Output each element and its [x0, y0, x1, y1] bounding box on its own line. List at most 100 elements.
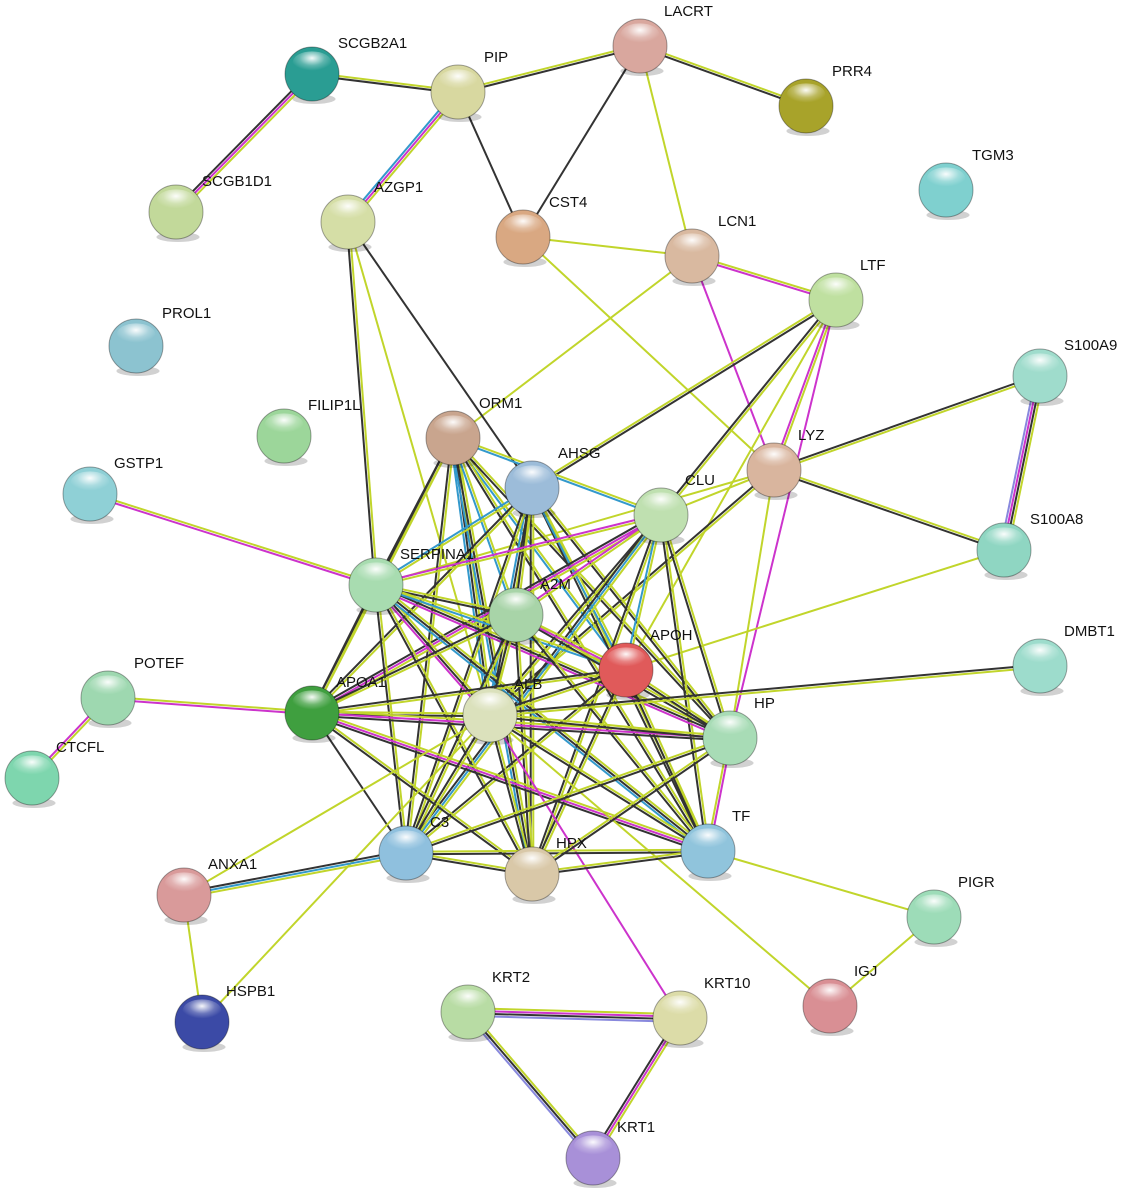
- node-cst4[interactable]: CST4: [495, 194, 587, 267]
- edge-strand: [312, 615, 517, 716]
- node-a2m[interactable]: A2M: [488, 576, 571, 645]
- edge-strand: [452, 255, 693, 439]
- node-lcn1[interactable]: LCN1: [664, 213, 756, 286]
- edge-strand: [376, 488, 534, 587]
- edge-strand: [310, 713, 532, 876]
- node-c3[interactable]: C3: [378, 814, 449, 883]
- node-highlight: [710, 715, 750, 738]
- edge-strand: [487, 715, 532, 875]
- node-label: C3: [430, 814, 449, 831]
- edge-ltf-ahsg: [530, 298, 838, 490]
- node-label: KRT10: [704, 975, 750, 992]
- edge-strand: [373, 585, 532, 876]
- edge-apoh-apoa1: [311, 667, 627, 716]
- node-highlight: [1020, 643, 1060, 666]
- node-krt1[interactable]: KRT1: [565, 1119, 655, 1188]
- edge-strand: [183, 852, 407, 896]
- edge-strand: [531, 848, 708, 874]
- node-pigr[interactable]: PIGR: [906, 874, 995, 947]
- edge-alb-anxa1: [183, 714, 491, 896]
- edge-lyz-s100a8: [773, 467, 1005, 553]
- node-highlight: [328, 199, 368, 222]
- node-potef[interactable]: POTEF: [80, 655, 184, 728]
- node-filip1l[interactable]: FILIP1L: [256, 397, 361, 466]
- node-serpina1[interactable]: SERPINA1: [348, 546, 474, 615]
- edge-strand: [373, 585, 406, 854]
- node-scgb2a1[interactable]: SCGB2A1: [284, 35, 407, 104]
- node-highlight: [88, 675, 128, 698]
- edge-azgp1-serpina1: [345, 221, 379, 586]
- node-alb[interactable]: ALB: [462, 676, 542, 745]
- edge-strand: [469, 1009, 596, 1157]
- node-ctcfl[interactable]: CTCFL: [4, 739, 104, 808]
- node-prr4[interactable]: PRR4: [778, 63, 872, 136]
- edge-strand: [453, 435, 662, 515]
- node-apoa1[interactable]: APOA1: [284, 674, 386, 743]
- node-lyz[interactable]: LYZ: [746, 427, 824, 500]
- edge-azgp1-alb: [347, 221, 491, 716]
- node-s100a8[interactable]: S100A8: [976, 511, 1083, 580]
- node-label: ALB: [514, 676, 542, 693]
- node-highlight: [926, 167, 966, 190]
- node-krt10[interactable]: KRT10: [652, 975, 750, 1048]
- edge-krt2-krt1: [465, 1009, 596, 1161]
- node-lacrt[interactable]: LACRT: [612, 3, 713, 76]
- node-igj[interactable]: IGJ: [802, 963, 877, 1036]
- node-highlight: [448, 989, 488, 1012]
- node-hp[interactable]: HP: [702, 695, 775, 768]
- node-label: AZGP1: [374, 179, 423, 196]
- edge-ltf-apoh: [625, 299, 837, 671]
- node-anxa1[interactable]: ANXA1: [156, 856, 257, 925]
- node-s100a9[interactable]: S100A9: [1012, 337, 1117, 406]
- node-label: HSPB1: [226, 983, 275, 1000]
- node-tf[interactable]: TF: [680, 808, 750, 881]
- edge-c3-tf: [405, 848, 709, 856]
- node-scgb1d1[interactable]: SCGB1D1: [148, 173, 272, 242]
- node-krt2[interactable]: KRT2: [440, 969, 530, 1042]
- node-label: LYZ: [798, 427, 824, 444]
- node-ltf[interactable]: LTF: [808, 257, 886, 330]
- node-prol1[interactable]: PROL1: [108, 305, 211, 376]
- edge-strand: [661, 514, 711, 851]
- edge-a2m-apoa1: [311, 612, 517, 716]
- edge-krt10-krt1: [589, 1016, 684, 1160]
- edge-apoa1-hpx: [310, 711, 534, 876]
- node-azgp1[interactable]: AZGP1: [320, 179, 423, 252]
- edge-strand: [490, 712, 731, 738]
- node-clu[interactable]: CLU: [633, 472, 715, 545]
- edge-strand: [468, 1007, 681, 1016]
- edge-strand: [406, 738, 731, 856]
- node-pip[interactable]: PIP: [430, 49, 508, 122]
- edge-strand: [377, 582, 711, 850]
- edge-strand: [449, 438, 531, 875]
- edge-clu-tf: [658, 514, 711, 852]
- edge-strand: [490, 714, 535, 874]
- node-hspb1[interactable]: HSPB1: [174, 983, 275, 1052]
- edge-tf-pigr: [707, 850, 935, 918]
- edge-strand: [592, 1017, 681, 1159]
- edge-strand: [774, 376, 1041, 473]
- edge-strand: [1006, 376, 1045, 551]
- node-hpx[interactable]: HPX: [504, 835, 587, 904]
- edge-lacrt-prr4: [639, 43, 807, 109]
- node-highlight: [438, 69, 478, 93]
- node-gstp1[interactable]: GSTP1: [62, 455, 163, 524]
- node-highlight: [116, 323, 156, 346]
- node-highlight: [914, 894, 954, 917]
- node-tgm3[interactable]: TGM3: [918, 147, 1014, 220]
- edge-strand: [404, 668, 626, 853]
- node-ahsg[interactable]: AHSG: [504, 445, 601, 518]
- node-highlight: [470, 692, 510, 715]
- node-dmbt1[interactable]: DMBT1: [1012, 623, 1115, 696]
- edge-strand: [311, 612, 516, 713]
- node-highlight: [754, 447, 794, 470]
- node-orm1[interactable]: ORM1: [425, 395, 522, 468]
- node-apoh[interactable]: APOH: [598, 627, 693, 700]
- edge-strand: [532, 486, 629, 670]
- edge-strand: [707, 850, 935, 918]
- edge-orm1-a2m: [450, 437, 519, 616]
- node-highlight: [620, 23, 660, 46]
- edge-strand: [347, 221, 491, 716]
- edge-strand: [530, 298, 836, 488]
- node-highlight: [512, 851, 552, 874]
